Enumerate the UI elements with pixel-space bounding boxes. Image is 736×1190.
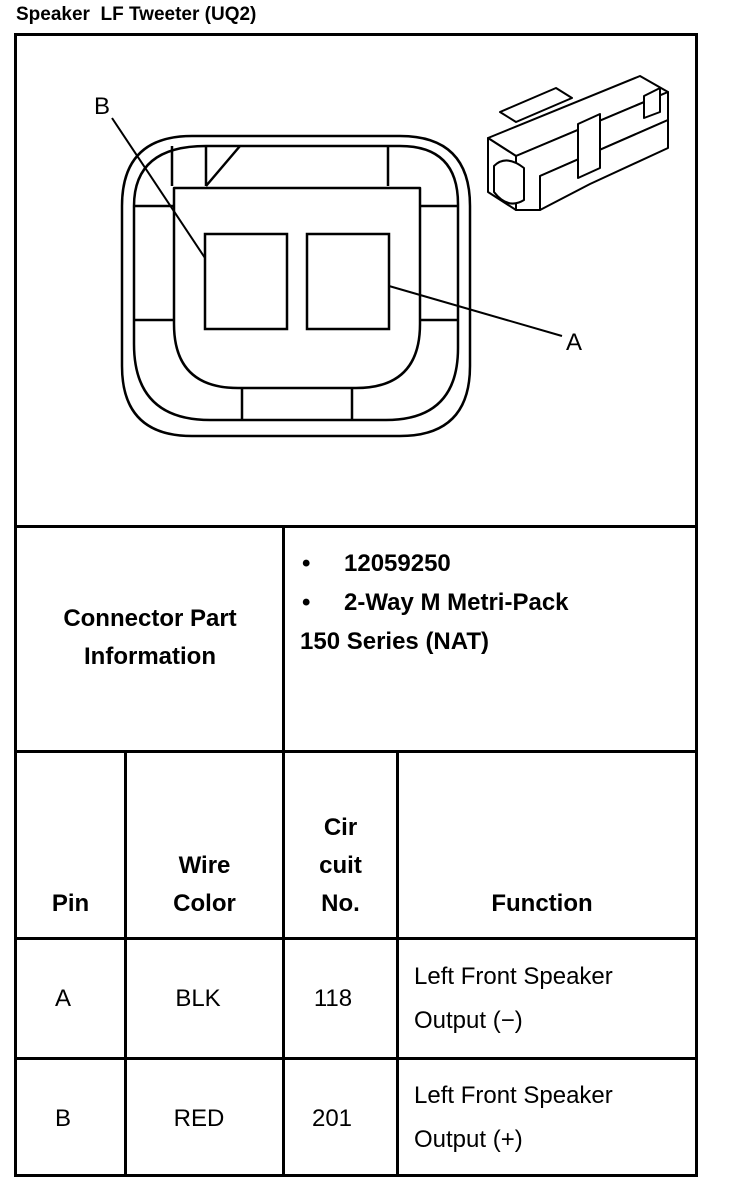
header-wire-color: Wire Color: [173, 852, 236, 917]
connector-cavity: [172, 186, 422, 390]
part-number-row: • 12059250: [300, 544, 569, 583]
connector-table-frame: [14, 33, 698, 1177]
connector-part-info-label-line1: Connector Part: [63, 605, 237, 632]
callout-label-a: A: [566, 329, 582, 356]
description-row: • 2-Way M Metri-Pack: [300, 583, 569, 622]
connector-inner-housing: [132, 144, 460, 422]
connector-3d-illustration: [487, 75, 669, 211]
divider-info: [14, 750, 698, 753]
divider-col-wire: [282, 750, 285, 1177]
divider-diagram: [14, 525, 698, 528]
cell-function: Left Front Speaker Output (+): [414, 1082, 613, 1153]
part-number: 12059250: [344, 550, 451, 577]
divider-col-pin: [124, 750, 127, 1177]
connector-part-info-label-line2: Information: [84, 643, 216, 670]
connector-outer-housing: [120, 134, 472, 438]
header-function: Function: [491, 890, 593, 917]
cell-wire-color: RED: [173, 1105, 225, 1132]
connector-description-line1: 2-Way M Metri-Pack: [344, 589, 569, 616]
terminal-cavity-a: [305, 232, 391, 331]
divider-header: [14, 937, 698, 940]
leader-line-b: [111, 117, 206, 259]
divider-row-a: [14, 1057, 698, 1060]
header-pin: Pin: [51, 890, 90, 917]
cell-pin: B: [54, 1105, 71, 1132]
cell-pin: A: [54, 985, 71, 1012]
cell-wire-color: BLK: [175, 985, 221, 1012]
connector-rib-right: [420, 204, 458, 322]
cell-circuit-no: 201: [311, 1105, 353, 1132]
cell-function: Left Front Speaker Output (−): [414, 963, 613, 1034]
connector-description-line2: 150 Series (NAT): [300, 628, 489, 655]
bullet-icon: •: [302, 550, 311, 577]
divider-col-circuit: [396, 750, 399, 1177]
page-title: Speaker LF Tweeter (UQ2): [16, 4, 257, 25]
header-circuit-no: Cir cuit No.: [319, 814, 362, 917]
leader-line-a: [388, 285, 563, 337]
bullet-icon: •: [302, 589, 311, 616]
divider-info-column: [282, 525, 285, 753]
terminal-cavity-b: [203, 232, 289, 331]
connector-keyway: [170, 145, 390, 187]
connector-part-info-label: Connector Part Information: [17, 600, 283, 676]
connector-part-info-values: • 12059250 • 2-Way M Metri-Pack 150 Seri…: [300, 544, 569, 661]
connector-rib-left: [134, 204, 174, 322]
cell-circuit-no: 118: [313, 985, 353, 1012]
callout-label-b: B: [94, 93, 110, 120]
connector-face-diagram: B A: [94, 75, 669, 438]
connector-latch: [240, 388, 354, 420]
